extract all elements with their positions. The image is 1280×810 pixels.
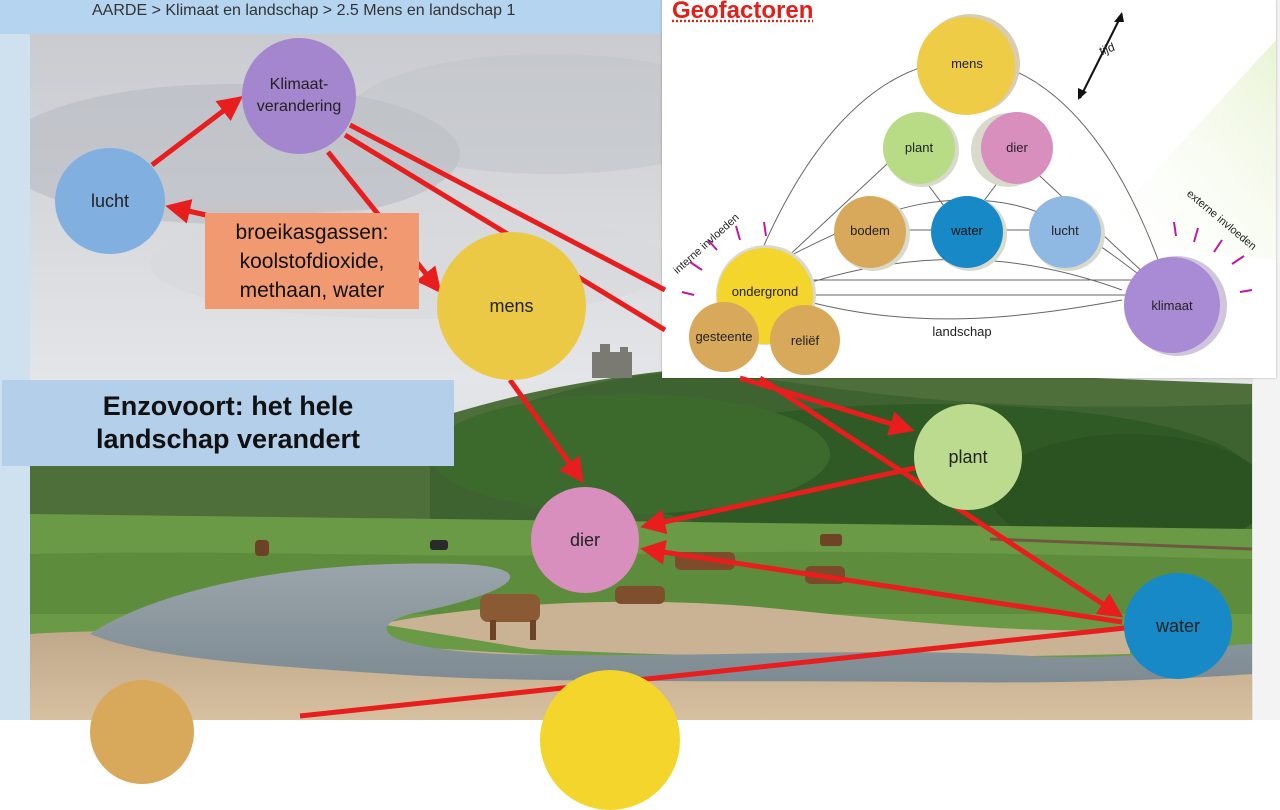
geofactoren-title: Geofactoren bbox=[672, 0, 814, 24]
lucht-node: lucht bbox=[55, 148, 165, 254]
mens-node-partial bbox=[540, 670, 680, 810]
geo-dier-label: dier bbox=[1006, 140, 1028, 155]
plant-node: plant bbox=[914, 404, 1022, 510]
geo-klimaat-label: klimaat bbox=[1151, 298, 1193, 313]
geo-mens-label: mens bbox=[951, 56, 983, 71]
statement-box: Enzovoort: het hele landschap verandert bbox=[2, 380, 454, 466]
geo-plant-label: plant bbox=[904, 140, 934, 155]
geo-lucht-label: lucht bbox=[1051, 223, 1079, 238]
broeikasgassen-box: broeikasgassen: koolstofdioxide, methaan… bbox=[205, 213, 419, 309]
statement-line-1: Enzovoort: het hele bbox=[102, 391, 354, 421]
verandering-line: verandering bbox=[256, 98, 342, 115]
left-panel bbox=[0, 34, 30, 720]
bodem-node-partial bbox=[90, 680, 194, 784]
water-node: water bbox=[1124, 573, 1232, 679]
geo-ondergrond-label: ondergrond bbox=[731, 284, 799, 299]
koolstofdioxide-line: koolstofdioxide, bbox=[239, 249, 385, 273]
klimaat-line: Klimaat- bbox=[269, 76, 329, 93]
klimaatverandering-node: Klimaat- verandering bbox=[242, 38, 356, 154]
geofactoren-diagram: Geofactoren bbox=[662, 0, 1276, 378]
methaan-water-line: methaan, water bbox=[239, 278, 385, 302]
geo-bodem-label: bodem bbox=[850, 223, 890, 238]
breadcrumb: AARDE > Klimaat en landschap > 2.5 Mens … bbox=[92, 2, 516, 19]
geo-landschap-label: landschap bbox=[932, 324, 992, 339]
geo-relief-label: reliëf bbox=[790, 333, 820, 348]
geo-water-label: water bbox=[951, 223, 983, 238]
geo-gesteente-label: gesteente bbox=[695, 329, 753, 344]
statement-line-2: landschap verandert bbox=[95, 424, 361, 454]
mens-node: mens bbox=[437, 232, 586, 380]
broeikasgassen-line: broeikasgassen: bbox=[235, 220, 389, 244]
dier-node: dier bbox=[531, 487, 639, 593]
